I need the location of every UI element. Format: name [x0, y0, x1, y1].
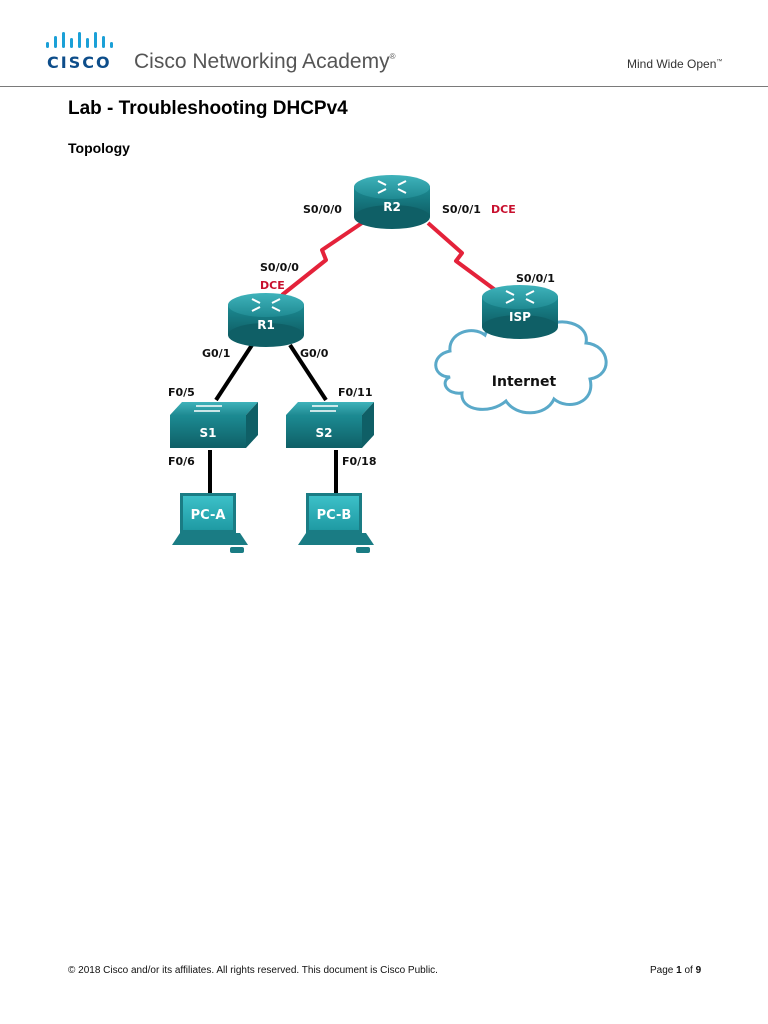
- footer-copyright: © 2018 Cisco and/or its affiliates. All …: [68, 965, 438, 976]
- footer-page-number: Page 1 of 9: [650, 965, 701, 976]
- if-label-r2-s001: S0/0/1: [442, 203, 481, 216]
- if-label-s2-f018: F0/18: [342, 455, 377, 468]
- router-arrows-icon: [377, 180, 407, 194]
- if-label-s1-f05: F0/5: [168, 386, 195, 399]
- ethernet-link-r1-s2: [288, 343, 328, 402]
- device-label-r2: R2: [383, 200, 401, 214]
- if-label-s1-f06: F0/6: [168, 455, 195, 468]
- switch-s1: S1: [170, 402, 258, 448]
- switch-s2: S2: [286, 402, 374, 448]
- page-word: Page: [650, 965, 674, 976]
- cloud-label-internet: Internet: [492, 374, 557, 390]
- device-label-s1: S1: [200, 426, 217, 440]
- router-arrows-icon: [505, 290, 535, 304]
- section-heading-topology: Topology: [68, 140, 130, 156]
- trademark-mark: ™: [716, 59, 723, 65]
- academy-name-text: Cisco Networking Academy: [134, 50, 390, 73]
- header-divider: [0, 86, 768, 87]
- router-r1: R1: [228, 293, 304, 347]
- pc-b: PC-B: [298, 493, 374, 553]
- serial-link-r2-r1: [280, 221, 364, 297]
- lab-title: Lab - Troubleshooting DHCPv4: [68, 98, 348, 119]
- switch-arrows-icon: [194, 405, 222, 412]
- router-r2: R2: [354, 175, 430, 229]
- if-label-r1-g00: G0/0: [300, 347, 329, 360]
- switch-arrows-icon: [310, 405, 338, 412]
- cisco-wordmark: CISCO: [47, 53, 112, 72]
- device-label-pca: PC-A: [191, 508, 226, 523]
- device-label-pcb: PC-B: [317, 508, 352, 523]
- ethernet-link-r1-s1: [214, 343, 254, 402]
- if-label-s2-f011: F0/11: [338, 386, 373, 399]
- dce-label-r2: DCE: [491, 203, 516, 216]
- academy-name: Cisco Networking Academy®: [134, 50, 396, 74]
- pc-a: PC-A: [172, 493, 248, 553]
- page-total: 9: [695, 965, 702, 976]
- topology-diagram: Internet R2 R1 ISP: [168, 175, 608, 553]
- internet-cloud-icon: [434, 316, 608, 415]
- if-label-r1-s000: S0/0/0: [260, 261, 299, 274]
- of-word: of: [684, 965, 693, 976]
- if-label-r1-g01: G0/1: [202, 347, 230, 360]
- page-header: CISCO Cisco Networking Academy® Mind Wid…: [0, 0, 768, 87]
- if-label-r2-s000: S0/0/0: [303, 203, 342, 216]
- tagline-text: Mind Wide Open: [627, 57, 717, 71]
- router-isp: ISP: [482, 285, 558, 339]
- device-label-isp: ISP: [509, 310, 531, 324]
- page-current: 1: [676, 965, 682, 976]
- dce-label-r1: DCE: [260, 279, 285, 292]
- serial-link-r2-isp: [426, 221, 504, 297]
- device-label-s2: S2: [316, 426, 333, 440]
- registered-mark: ®: [389, 52, 396, 61]
- tagline: Mind Wide Open™: [627, 57, 722, 71]
- cisco-bridge-logo-icon: [46, 32, 113, 48]
- device-label-r1: R1: [257, 318, 275, 332]
- router-arrows-icon: [251, 298, 281, 312]
- if-label-isp-s001: S0/0/1: [516, 272, 555, 285]
